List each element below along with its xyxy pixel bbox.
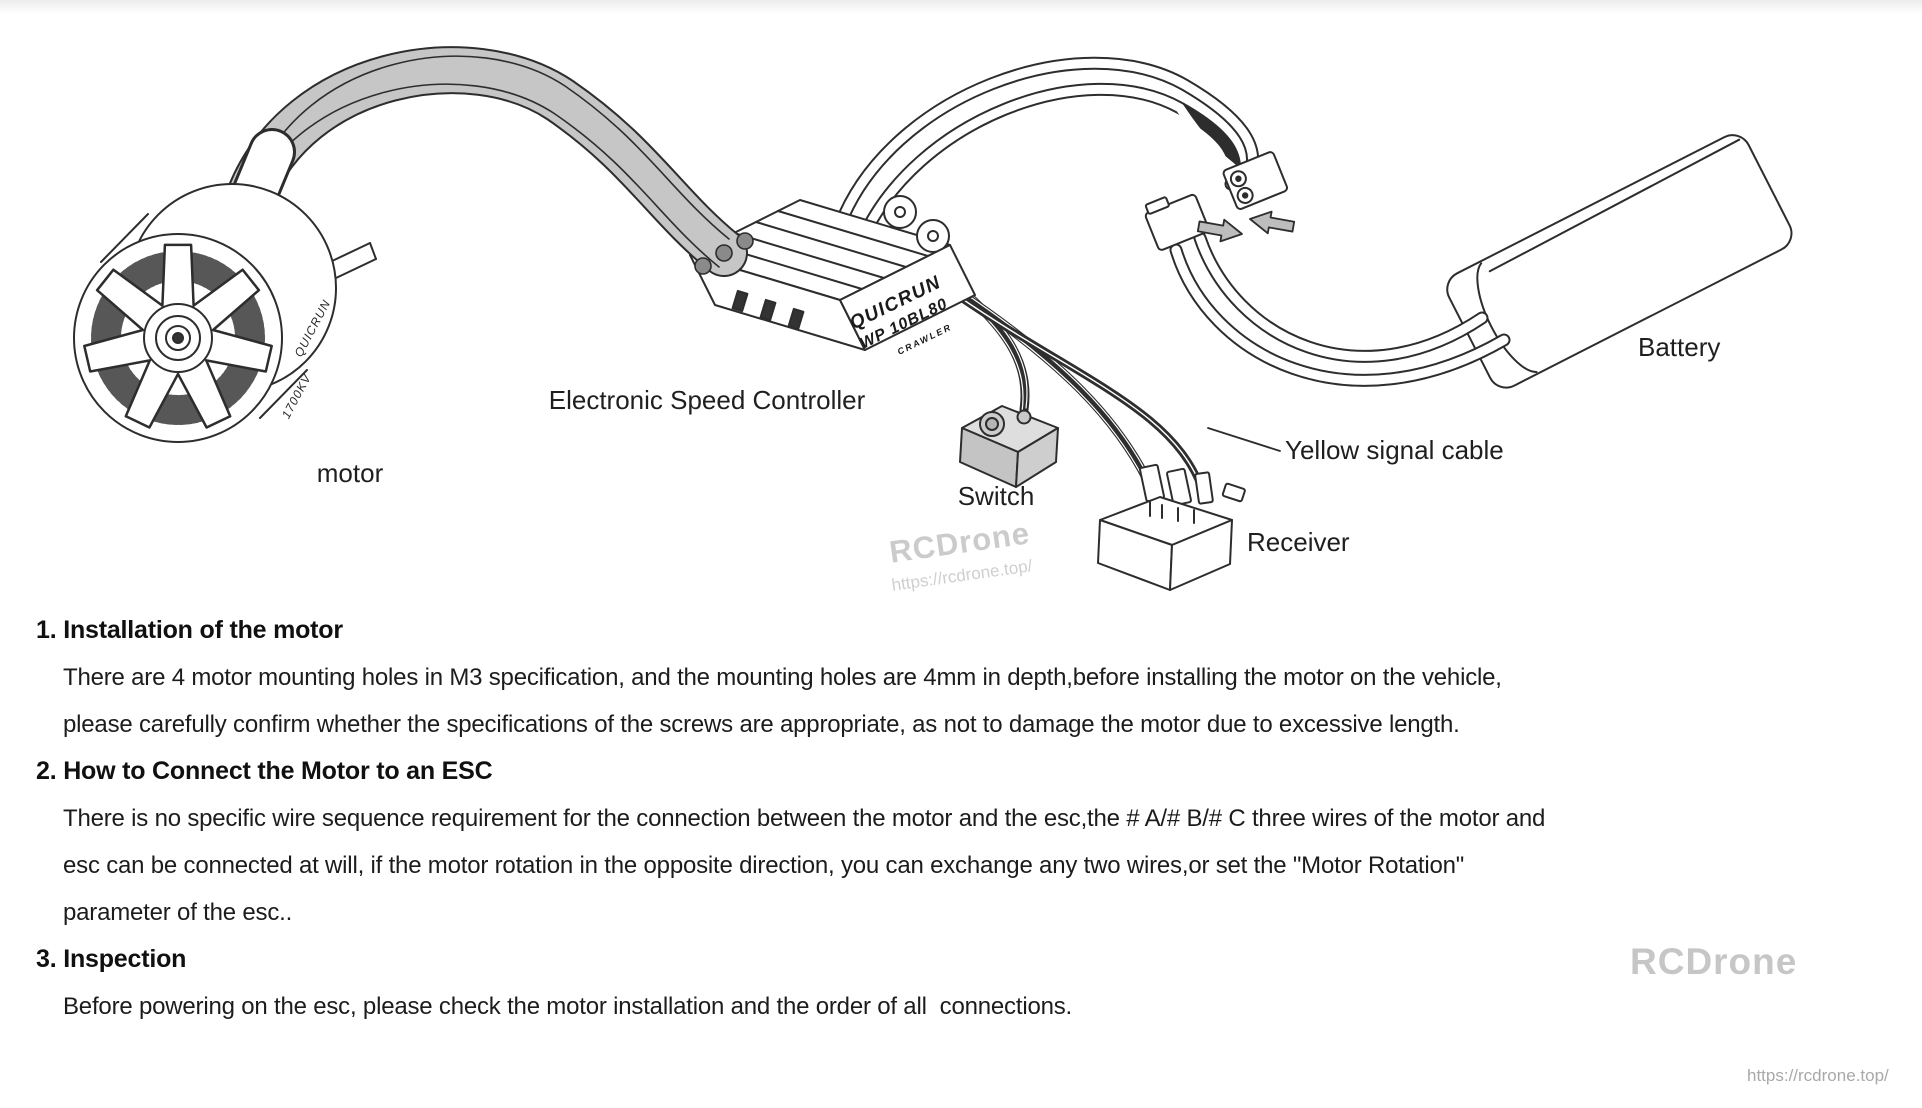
diagram-watermark: RCDrone https://rcdrone.top/ bbox=[887, 515, 1033, 594]
esc-illustration: QUICRUN WP 10BL80 CRAWLER bbox=[689, 195, 976, 357]
section-2-line-2: esc can be connected at will, if the mot… bbox=[63, 852, 1465, 879]
yellow-signal-cable bbox=[954, 292, 1207, 496]
motor-label: motor bbox=[317, 458, 384, 488]
section-3-heading: 3. Inspection bbox=[36, 945, 187, 973]
top-gradient-strip bbox=[0, 0, 1922, 14]
section-2-heading: 2. How to Connect the Motor to an ESC bbox=[36, 757, 493, 785]
yellow-signal-cable-label: Yellow signal cable bbox=[1285, 435, 1504, 465]
plug-arrow-left bbox=[1196, 218, 1243, 243]
motor-phase-wires bbox=[224, 46, 754, 277]
battery-illustration bbox=[1446, 134, 1793, 389]
switch-illustration bbox=[959, 405, 1059, 488]
receiver-label: Receiver bbox=[1247, 527, 1350, 557]
battery-wires bbox=[1169, 231, 1511, 387]
section-1-heading: 1. Installation of the motor bbox=[36, 616, 343, 644]
footer-watermark-url: https://rcdrone.top/ bbox=[1747, 1066, 1889, 1085]
battery-connector-female bbox=[1144, 193, 1210, 251]
plug-arrow-right bbox=[1249, 210, 1296, 235]
diagram-labels: motor Electronic Speed Controller Switch… bbox=[317, 332, 1721, 557]
battery-connector-male bbox=[1222, 151, 1288, 210]
esc-power-wires bbox=[833, 56, 1259, 247]
battery-label: Battery bbox=[1638, 332, 1720, 362]
wiring-diagram: QUICRUN WP 10BL80 CRAWLER bbox=[73, 46, 1793, 595]
section-1-line-2: please carefully confirm whether the spe… bbox=[63, 711, 1460, 738]
switch-label: Switch bbox=[958, 481, 1035, 511]
section-2-line-1: There is no specific wire sequence requi… bbox=[63, 805, 1546, 832]
section-1-line-1: There are 4 motor mounting holes in M3 s… bbox=[63, 664, 1502, 691]
motor-illustration: QUICRUN 1700KV bbox=[73, 183, 377, 443]
wiring-diagram-svg: QUICRUN WP 10BL80 CRAWLER bbox=[73, 46, 1793, 595]
receiver-illustration bbox=[1097, 463, 1246, 591]
section-2-line-3: parameter of the esc.. bbox=[63, 899, 293, 926]
instructions-text-block: 1. Installation of the motor There are 4… bbox=[36, 607, 1545, 1030]
footer-watermark-name: RCDrone bbox=[1630, 941, 1798, 982]
yellow-cable-leader-line bbox=[1207, 427, 1281, 452]
esc-label: Electronic Speed Controller bbox=[549, 385, 866, 415]
section-3-line-1: Before powering on the esc, please check… bbox=[63, 993, 1073, 1020]
